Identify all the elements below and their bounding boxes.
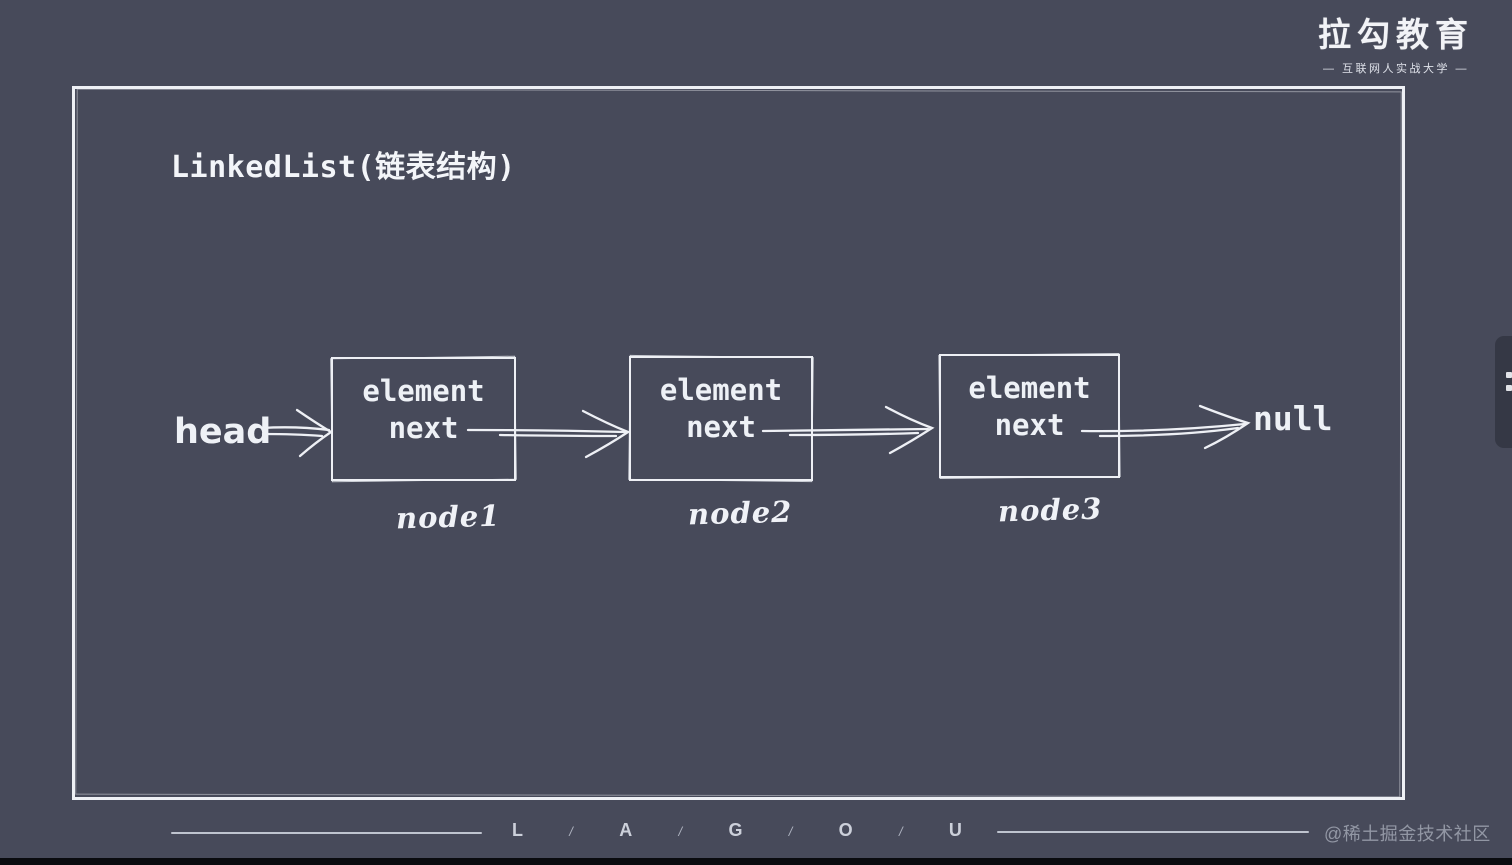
footer-letter-g: G bbox=[728, 820, 743, 840]
footer-slash-icon: / bbox=[678, 824, 683, 839]
logo-subtitle: — 互联网人实战大学 — bbox=[1322, 63, 1470, 75]
footer-slash-icon: / bbox=[788, 824, 793, 839]
head-label: head bbox=[174, 412, 272, 452]
node1-caption: node1 bbox=[395, 498, 501, 536]
footer-letter-a: A bbox=[619, 820, 633, 840]
node2-caption: node2 bbox=[687, 494, 793, 532]
whiteboard-frame bbox=[72, 86, 1405, 800]
footer-letter-o: O bbox=[838, 820, 853, 840]
lagou-logo: 拉勾教育 — 互联网人实战大学 — bbox=[1318, 8, 1474, 76]
slide-title: LinkedList(链表结构) bbox=[171, 150, 516, 185]
juejin-watermark: @稀土掘金技术社区 bbox=[1324, 824, 1491, 844]
null-label: null bbox=[1253, 399, 1333, 438]
side-panel-glyph-fragment bbox=[1506, 385, 1512, 391]
footer-right-rule bbox=[997, 831, 1309, 833]
node2-next-field: next bbox=[686, 410, 756, 444]
logo-title: 拉勾教育 bbox=[1318, 16, 1474, 53]
node1-box: element next bbox=[331, 357, 516, 481]
footer-slash-icon: / bbox=[898, 824, 903, 839]
lagou-letters: L / A / G / O / U bbox=[512, 820, 962, 841]
footer-slash-icon: / bbox=[569, 824, 573, 839]
node1-next-field: next bbox=[388, 411, 459, 445]
bottom-letterbox-strip bbox=[0, 858, 1512, 865]
node2-element-field: element bbox=[659, 373, 783, 407]
side-panel-glyph-fragment bbox=[1506, 372, 1512, 378]
node3-box: element next bbox=[939, 354, 1120, 478]
node3-caption: node3 bbox=[997, 491, 1103, 529]
node2-box: element next bbox=[629, 356, 813, 481]
footer-left-rule bbox=[171, 832, 482, 834]
node3-next-field: next bbox=[994, 408, 1065, 442]
footer-letter-l: L bbox=[512, 820, 523, 840]
node1-element-field: element bbox=[362, 374, 485, 408]
footer-letter-u: U bbox=[948, 820, 962, 840]
side-panel-handle[interactable] bbox=[1495, 336, 1512, 448]
node3-element-field: element bbox=[968, 371, 1091, 405]
